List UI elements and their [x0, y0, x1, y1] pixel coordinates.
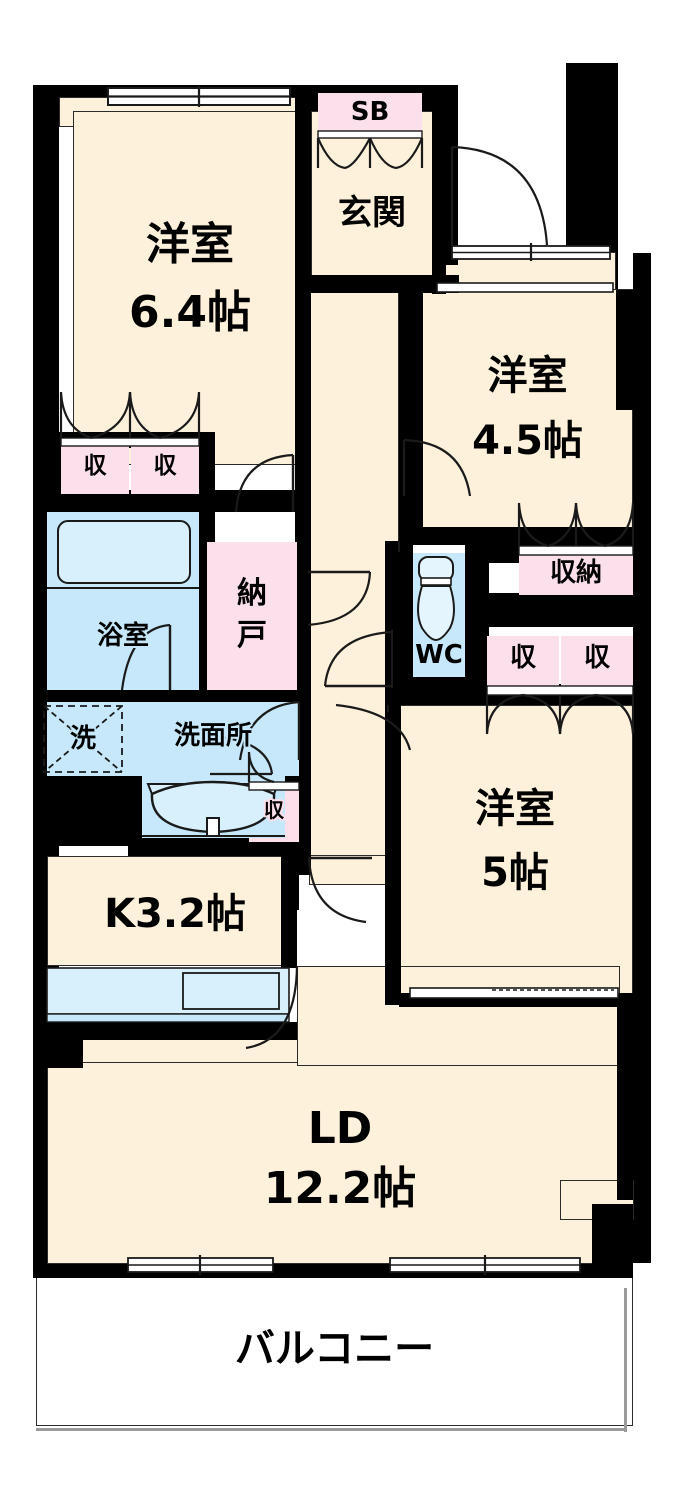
partition-entrance-wall-right	[616, 290, 634, 410]
bath-area	[47, 512, 199, 690]
room-living-dining	[47, 1062, 620, 1264]
partition-hall-left-mid	[295, 455, 311, 875]
balcony-area	[36, 1278, 633, 1426]
closet-nando	[207, 542, 297, 690]
partition-hall-nub	[285, 876, 299, 906]
label-shoe-box: SB	[350, 97, 390, 127]
closet-bed45	[519, 555, 633, 595]
partition-closet-right-64	[199, 432, 215, 498]
label-wc: WC	[415, 640, 463, 670]
partition-genkan-bottom	[311, 275, 459, 293]
room-living-dining-upper	[297, 966, 620, 1066]
label-nando-2: 戸	[237, 618, 267, 653]
closet-bed5-left	[487, 636, 559, 686]
label-bedroom-64-size: 6.4帖	[129, 287, 251, 338]
label-closet-bed64-left: 収	[83, 453, 107, 479]
partition-washroom-bottom	[33, 776, 143, 846]
label-bedroom-45-size: 4.5帖	[472, 418, 583, 464]
partition-closet-bed45-bottom	[465, 593, 633, 627]
partition-ld-right-upper	[617, 1000, 633, 1200]
label-ld-name: LD	[307, 1103, 373, 1154]
partition-kitchen-bottom-left	[33, 1036, 83, 1068]
label-bedroom-5-name: 洋室	[475, 786, 555, 832]
label-washbasin: 洗面所	[173, 721, 252, 751]
partition-kitchen-bottom	[47, 1022, 297, 1040]
label-closet-bed64-right: 収	[153, 453, 177, 479]
label-nando-1: 納	[237, 576, 267, 611]
partition-bed5-bottom	[399, 993, 633, 1007]
partition-genkan-right	[432, 97, 458, 265]
room-kitchen	[47, 856, 297, 966]
partition-bed45-left	[399, 289, 423, 541]
label-bath: 浴室	[96, 621, 149, 651]
label-closet-hallway: 収	[264, 798, 284, 822]
kitchen-counter	[47, 968, 289, 1022]
label-bedroom-45-name: 洋室	[487, 353, 568, 399]
partition-sink-bottom	[128, 838, 298, 856]
structural-wall-left-upper	[33, 85, 59, 465]
balcony-rail-bottom	[36, 1428, 627, 1431]
label-genkan: 玄関	[338, 193, 406, 233]
partition-entrance-right	[432, 252, 446, 294]
ld-right-column	[592, 1204, 633, 1264]
label-bedroom-64-name: 洋室	[146, 219, 234, 270]
closet-shoe-box	[318, 93, 422, 131]
structural-wall-bottom	[33, 1262, 633, 1278]
label-ld-size: 12.2帖	[263, 1163, 417, 1214]
closet-bed64-right	[131, 446, 199, 494]
partition-closet-left-64	[47, 432, 61, 498]
label-kitchen: K3.2帖	[104, 891, 246, 937]
room-bedroom-5	[399, 705, 633, 999]
partition-wc-left	[399, 541, 413, 691]
partition-closet-bed5-bottom	[465, 684, 633, 705]
partition-bed5-left	[385, 705, 401, 1005]
partition-bath-bottom	[47, 690, 297, 702]
label-closet-bed5-right: 収	[583, 643, 610, 673]
label-closet-bed45: 収納	[549, 558, 602, 588]
room-bedroom-45	[421, 289, 633, 539]
partition-sink-left	[128, 776, 142, 848]
label-closet-bed5-left: 収	[509, 643, 536, 673]
label-balcony: バルコニー	[234, 1326, 435, 1372]
label-washer: 洗	[69, 724, 96, 754]
closet-bed64-left	[61, 446, 129, 494]
partition-bath-top	[47, 490, 297, 512]
structural-wall-right-bedrooms	[633, 253, 651, 1263]
balcony-rail-right	[624, 1288, 627, 1432]
label-bedroom-5-size: 5帖	[481, 850, 549, 896]
closet-bed5-right	[561, 636, 633, 686]
partition-bed64-right	[295, 97, 311, 477]
door-swing-entrance	[450, 145, 549, 246]
